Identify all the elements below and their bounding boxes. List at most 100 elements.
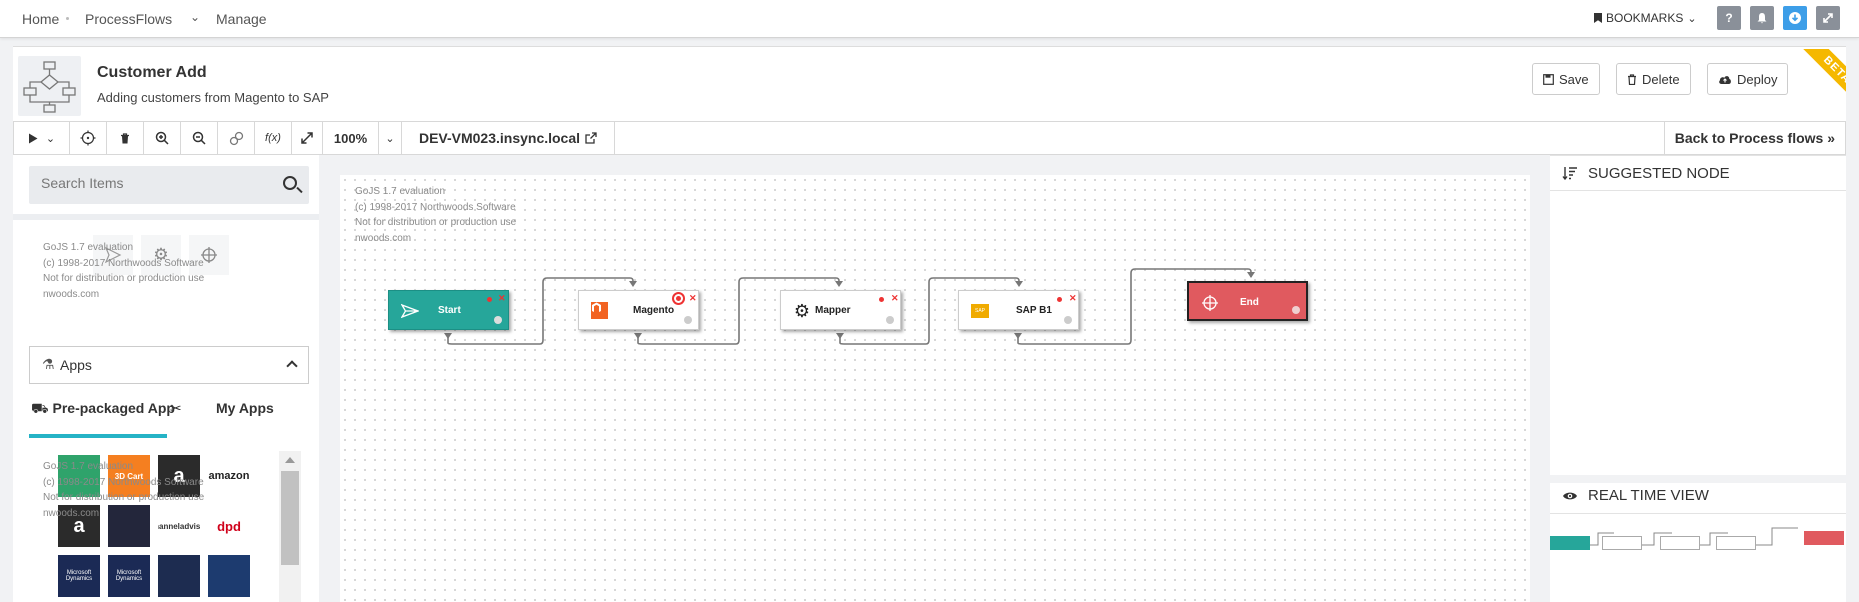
close-icon[interactable]: ✕ <box>1069 293 1077 303</box>
fullscreen-button[interactable] <box>1816 6 1840 30</box>
chevron-down-icon[interactable]: ⌄ <box>190 10 201 24</box>
nav-home-link[interactable]: Home <box>22 11 60 27</box>
app-tile-grid: 3D Cart a amazon a channeladvisor dpd Mi… <box>58 455 250 597</box>
node-status-dot <box>676 296 681 301</box>
save-button[interactable]: Save <box>1532 63 1600 95</box>
link-magento-mapper[interactable] <box>637 277 840 345</box>
sap-icon: SAP <box>971 304 989 318</box>
app-tile-network[interactable] <box>208 555 250 597</box>
node-end[interactable]: End <box>1187 281 1308 321</box>
delete-button[interactable]: Delete <box>1616 63 1691 95</box>
palette-tools: ⚙ <box>93 235 229 275</box>
link-mapper-sap[interactable] <box>839 277 1020 345</box>
process-subtitle: Adding customers from Magento to SAP <box>97 90 329 105</box>
function-button[interactable]: f(x) <box>255 122 292 154</box>
bell-icon <box>1757 13 1767 24</box>
tab-myapps[interactable]: My Apps <box>216 400 274 416</box>
node-port[interactable] <box>1064 316 1072 324</box>
suggested-node-header: SUGGESTED NODE <box>1550 155 1846 191</box>
scroll-up-icon[interactable] <box>285 457 295 463</box>
floppy-icon <box>1543 73 1554 85</box>
notifications-button[interactable] <box>1750 6 1774 30</box>
deploy-button[interactable]: Deploy <box>1707 63 1789 95</box>
node-status-dot <box>487 297 492 302</box>
host-link[interactable]: DEV-VM023.insync.local <box>402 122 615 154</box>
link-start-magento[interactable] <box>447 277 634 345</box>
center-button[interactable] <box>70 122 107 154</box>
link-sap-end[interactable] <box>1017 268 1252 345</box>
download-button[interactable] <box>1783 6 1807 30</box>
nav-processflows-link[interactable]: ProcessFlows <box>85 11 173 27</box>
node-mapper[interactable]: ⚙ Mapper ✕ <box>780 290 901 330</box>
scroll-thumb[interactable] <box>281 471 299 565</box>
app-tile-channeladvisor[interactable]: channeladvisor <box>158 505 200 547</box>
app-tile-dpd[interactable]: dpd <box>208 505 250 547</box>
node-start[interactable]: Start ✕ <box>388 290 509 330</box>
palette-end-node[interactable] <box>189 235 229 275</box>
node-watch-icon[interactable] <box>672 292 685 305</box>
app-tile-label: dpd <box>217 518 241 534</box>
bookmark-icon <box>1594 13 1602 23</box>
close-icon[interactable]: ✕ <box>891 293 899 303</box>
app-tile-3dcart[interactable]: 3D Cart <box>108 455 150 497</box>
eye-icon <box>1563 492 1577 499</box>
help-icon: ? <box>1725 11 1733 25</box>
node-magento[interactable]: Magento ✕ <box>578 290 699 330</box>
close-icon[interactable]: ✕ <box>498 293 506 303</box>
search-input[interactable] <box>41 175 261 191</box>
beta-ribbon: BETA <box>1798 49 1846 111</box>
search-icon[interactable] <box>283 176 297 190</box>
suggested-node-title: SUGGESTED NODE <box>1588 164 1730 182</box>
car-icon: ⛟ <box>31 400 49 416</box>
chevron-down-icon: ⌄ <box>1687 12 1697 25</box>
node-port[interactable] <box>494 316 502 324</box>
canvas-toolbar: ⌄ f(x) 100% ⌄ DEV-VM023.insync.local Bac… <box>13 121 1846 155</box>
save-label: Save <box>1559 71 1589 87</box>
zoom-in-button[interactable] <box>144 122 181 154</box>
tab-prepackaged[interactable]: ⛟ Pre-packaged App <box>31 400 175 419</box>
trash-icon <box>121 132 129 143</box>
apps-accordion[interactable]: ⚗ Apps <box>29 346 309 384</box>
zoom-dropdown[interactable]: ⌄ <box>379 122 402 154</box>
app-tile-1[interactable] <box>58 455 100 497</box>
delete-node-button[interactable] <box>107 122 144 154</box>
app-tile-dynamics-d[interactable] <box>158 555 200 597</box>
bookmarks-label: BOOKMARKS <box>1606 11 1684 25</box>
app-tile-amazon-a-2[interactable]: a <box>58 505 100 547</box>
app-tile-amazon[interactable]: amazon <box>208 455 250 497</box>
app-tile-ms-dynamics[interactable]: Microsoft Dynamics <box>58 555 100 597</box>
nav-separator <box>66 17 69 20</box>
host-label: DEV-VM023.insync.local <box>418 130 581 146</box>
node-label: End <box>1240 297 1259 308</box>
diagram-canvas[interactable]: GoJS 1.7 evaluation (c) 1998-2017 Northw… <box>340 175 1530 602</box>
back-to-process-flows-link[interactable]: Back to Process flows » <box>1663 122 1845 154</box>
app-tile-amazon-a[interactable]: a <box>158 455 200 497</box>
run-button[interactable]: ⌄ <box>14 122 70 154</box>
app-tile-6[interactable] <box>108 505 150 547</box>
node-port[interactable] <box>886 316 894 324</box>
fit-button[interactable] <box>292 122 323 154</box>
zoom-out-button[interactable] <box>181 122 218 154</box>
link-button[interactable] <box>218 122 255 154</box>
bookmarks-dropdown[interactable]: BOOKMARKS ⌄ <box>1594 11 1697 25</box>
node-label: SAP B1 <box>1016 305 1052 316</box>
nav-manage-link[interactable]: Manage <box>216 11 267 27</box>
node-sap-b1[interactable]: SAP SAP B1 ✕ <box>958 290 1079 330</box>
node-port[interactable] <box>1292 306 1300 314</box>
flowchart-icon <box>18 56 81 116</box>
delete-label: Delete <box>1642 71 1680 87</box>
palette-start-node[interactable] <box>93 235 133 275</box>
node-status-dot <box>1057 297 1062 302</box>
help-button[interactable]: ? <box>1717 6 1741 30</box>
crosshair-icon <box>1201 294 1219 312</box>
palette-mapper-node[interactable]: ⚙ <box>141 235 181 275</box>
node-port[interactable] <box>684 316 692 324</box>
tab-prepackaged-label: Pre-packaged App <box>52 400 175 416</box>
apps-scrollbar[interactable] <box>279 451 301 602</box>
expand-icon <box>1823 13 1833 23</box>
robot-icon: ✂ <box>170 400 182 416</box>
app-tile-ms-dynamics-2[interactable]: Microsoft Dynamics <box>108 555 150 597</box>
close-icon[interactable]: ✕ <box>689 293 697 303</box>
real-time-minimap[interactable] <box>1550 515 1846 602</box>
download-icon <box>1789 12 1801 24</box>
